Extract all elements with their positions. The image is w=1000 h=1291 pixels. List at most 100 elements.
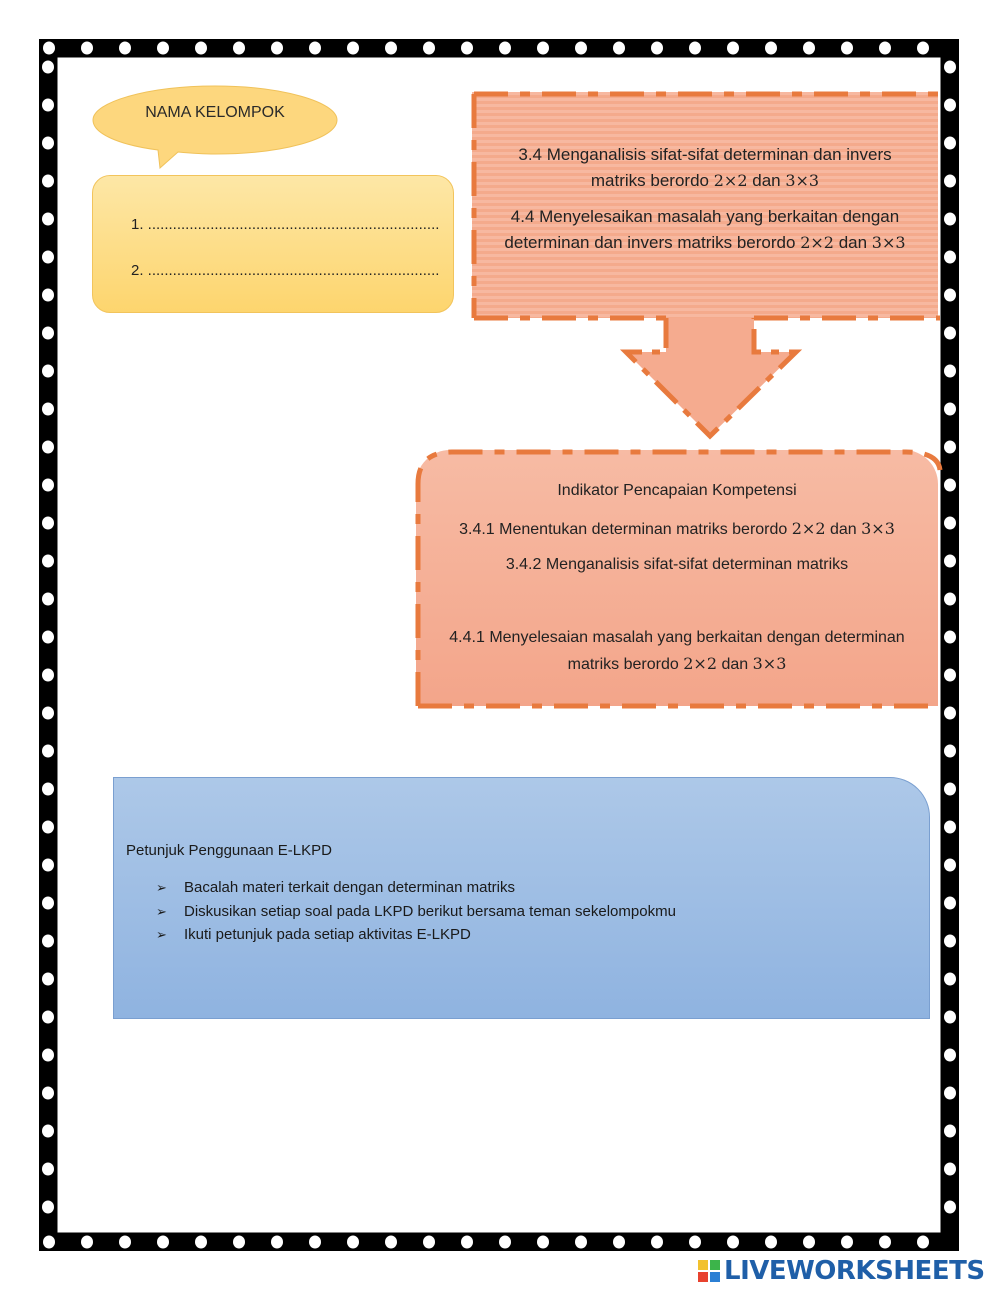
frame-dot	[42, 136, 54, 150]
frame-dot	[499, 41, 511, 55]
frame-dot	[42, 212, 54, 226]
frame-dot	[944, 896, 956, 910]
frame-dot	[765, 41, 777, 55]
frame-dot	[347, 41, 359, 55]
indikator-3-4-2: 3.4.2 Menganalisis sifat-sifat determina…	[505, 556, 849, 573]
frame-dot	[575, 41, 587, 55]
frame-dot	[42, 1048, 54, 1062]
frame-dot	[42, 706, 54, 720]
frame-dot	[42, 440, 54, 454]
indikator-title: Indikator Pencapaian Kompetensi	[557, 482, 797, 499]
frame-dot	[944, 934, 956, 948]
arrow-bullet-icon: ➢	[156, 903, 167, 919]
frame-dot	[651, 1235, 663, 1249]
petunjuk-item: ➢Ikuti petunjuk pada setiap aktivitas E-…	[156, 923, 676, 947]
frame-dot	[81, 1235, 93, 1249]
frame-dot	[42, 364, 54, 378]
petunjuk-item: ➢Diskusikan setiap soal pada LKPD beriku…	[156, 900, 676, 924]
frame-dot	[944, 1086, 956, 1100]
frame-dot	[944, 174, 956, 188]
frame-dot	[575, 1235, 587, 1249]
speech-bubble-icon	[92, 85, 338, 170]
frame-dot	[423, 1235, 435, 1249]
frame-dot	[613, 1235, 625, 1249]
frame-dot	[42, 896, 54, 910]
frame-dot	[944, 364, 956, 378]
frame-dot	[944, 402, 956, 416]
indikator-box: Indikator Pencapaian Kompetensi 3.4.1 Me…	[416, 450, 938, 706]
frame-dot	[42, 744, 54, 758]
frame-dot	[42, 288, 54, 302]
frame-dot	[944, 1200, 956, 1214]
arrow-bullet-icon: ➢	[156, 927, 167, 942]
frame-dot	[879, 41, 891, 55]
frame-dot	[944, 1010, 956, 1024]
frame-dot	[461, 41, 473, 55]
group-members-box: 1. .....................................…	[92, 175, 454, 313]
frame-dot	[309, 1235, 321, 1249]
kd-4-4-text: 4.4 Menyelesaikan masalah yang berkaitan…	[504, 207, 906, 252]
frame-dot	[271, 1235, 283, 1249]
frame-dot	[42, 1162, 54, 1176]
frame-dot	[42, 1010, 54, 1024]
frame-dot	[233, 41, 245, 55]
frame-dot	[42, 972, 54, 986]
petunjuk-box: Petunjuk Penggunaan E-LKPD ➢Bacalah mate…	[113, 777, 930, 1019]
frame-dot	[537, 41, 549, 55]
brand-text: LIVEWORKSHEETS	[724, 1256, 985, 1286]
frame-dot	[944, 98, 956, 112]
frame-dot	[841, 41, 853, 55]
frame-dot	[879, 1235, 891, 1249]
liveworksheets-brand: LIVEWORKSHEETS	[698, 1256, 985, 1286]
frame-dot	[944, 136, 956, 150]
frame-dot	[119, 1235, 131, 1249]
frame-dot	[944, 820, 956, 834]
frame-dot	[944, 858, 956, 872]
frame-dot	[651, 41, 663, 55]
kompetensi-dasar-box: 3.4 Menganalisis sifat-sifat determinan …	[472, 92, 938, 318]
frame-dot	[944, 592, 956, 606]
arrow-bullet-icon: ➢	[156, 880, 167, 895]
frame-dot	[944, 516, 956, 530]
frame-dot	[944, 668, 956, 682]
frame-dot	[43, 41, 55, 55]
frame-dot	[42, 934, 54, 948]
frame-dot	[42, 402, 54, 416]
frame-dot	[917, 1235, 929, 1249]
frame-dot	[944, 440, 956, 454]
frame-dot	[42, 478, 54, 492]
member-1-line[interactable]: 1. .....................................…	[131, 216, 440, 233]
member-2-line[interactable]: 2. .....................................…	[131, 262, 440, 279]
frame-dot	[347, 1235, 359, 1249]
frame-dot	[944, 782, 956, 796]
frame-dot	[944, 250, 956, 264]
frame-dot	[42, 820, 54, 834]
frame-dot	[195, 41, 207, 55]
frame-dot	[42, 174, 54, 188]
frame-dot	[42, 1124, 54, 1138]
frame-dot	[385, 41, 397, 55]
frame-dot	[944, 326, 956, 340]
frame-dot	[917, 41, 929, 55]
frame-dot	[944, 554, 956, 568]
frame-dot	[42, 554, 54, 568]
frame-dot	[42, 858, 54, 872]
group-name-bubble: NAMA KELOMPOK	[92, 84, 338, 170]
frame-dot	[613, 41, 625, 55]
petunjuk-item: ➢Bacalah materi terkait dengan determina…	[156, 876, 676, 900]
frame-dot	[765, 1235, 777, 1249]
frame-dot	[944, 1162, 956, 1176]
frame-dot	[944, 478, 956, 492]
frame-dot	[42, 250, 54, 264]
frame-dot	[803, 41, 815, 55]
frame-dot	[119, 41, 131, 55]
frame-dot	[727, 1235, 739, 1249]
frame-dot	[42, 1200, 54, 1214]
indikator-4-4-1: 4.4.1 Menyelesaian masalah yang berkaita…	[449, 629, 905, 673]
frame-dot	[157, 1235, 169, 1249]
frame-dot	[499, 1235, 511, 1249]
kd-3-4-text: 3.4 Menganalisis sifat-sifat determinan …	[518, 145, 892, 190]
